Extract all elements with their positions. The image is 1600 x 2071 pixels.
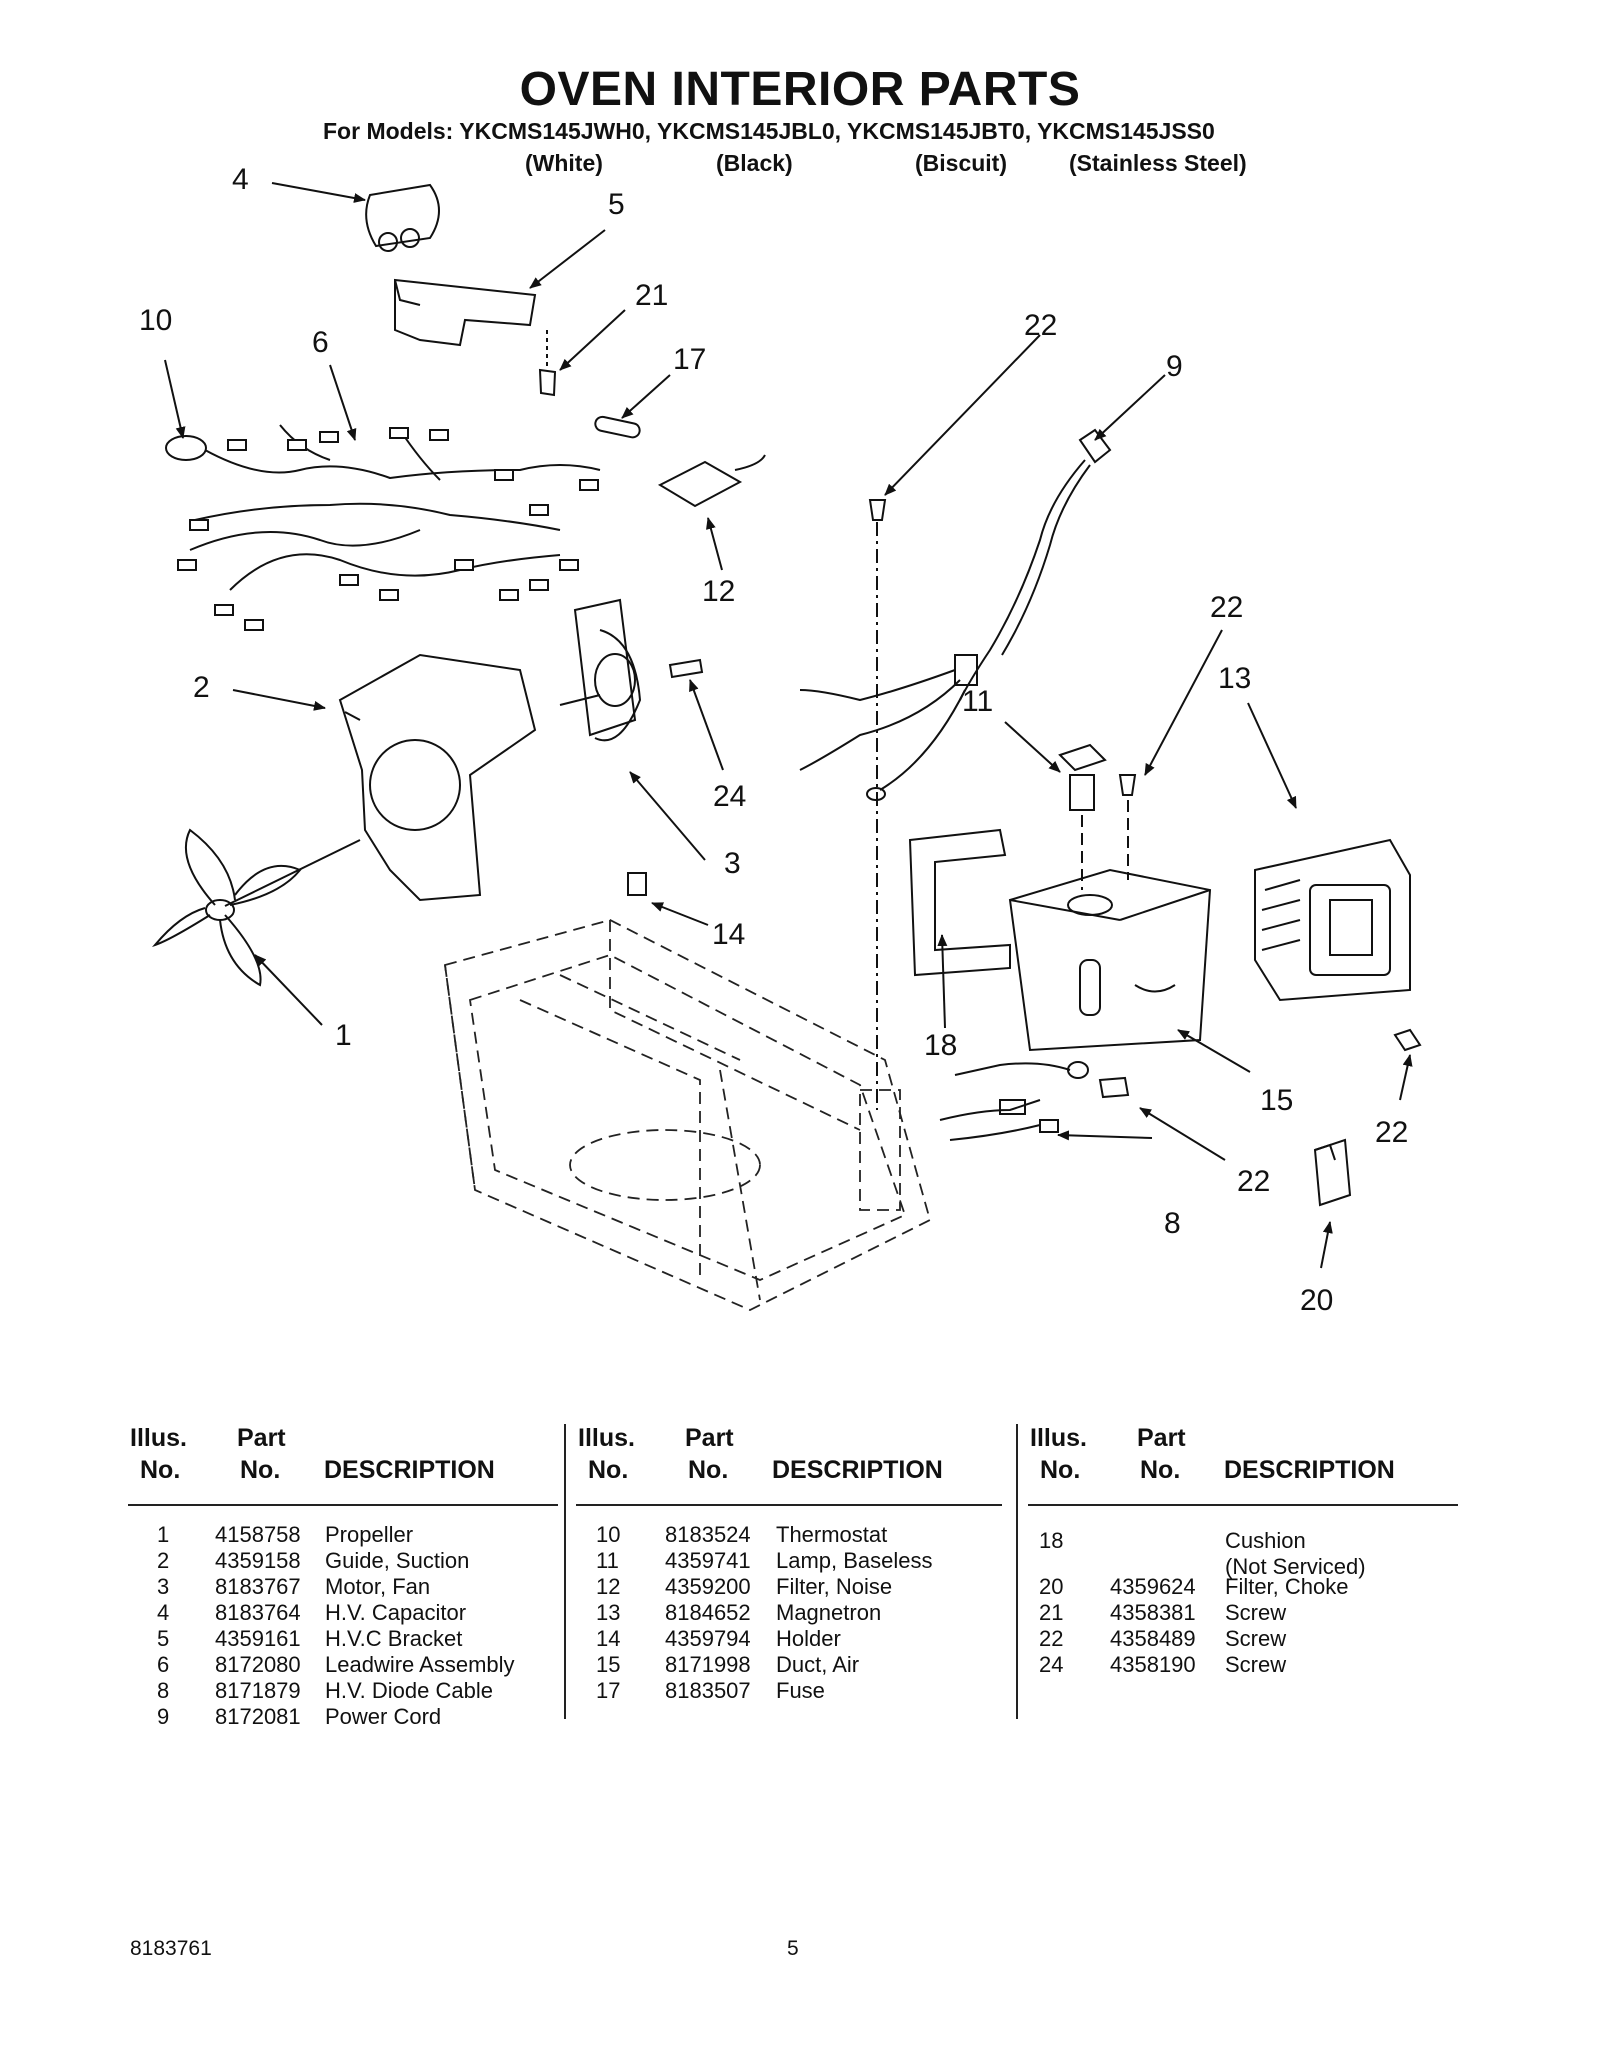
callout-5: 5	[608, 188, 625, 221]
callout-8: 8	[1164, 1207, 1181, 1240]
page-number: 5	[787, 1937, 799, 1960]
callout-22-right: 22	[1375, 1116, 1408, 1149]
hdr-description: DESCRIPTION	[324, 1456, 495, 1484]
callout-4: 4	[232, 163, 249, 196]
callout-10: 10	[139, 304, 172, 337]
hdr-description: DESCRIPTION	[1224, 1456, 1395, 1484]
callout-24: 24	[713, 780, 746, 813]
callout-12: 12	[702, 575, 735, 608]
callout-13: 13	[1218, 662, 1251, 695]
hdr-part: Part	[1137, 1424, 1186, 1452]
callout-17: 17	[673, 343, 706, 376]
callout-22-top: 22	[1024, 309, 1057, 342]
column-separator	[1016, 1424, 1018, 1719]
hdr-illus-no: No.	[140, 1456, 181, 1484]
header-rule	[128, 1504, 558, 1506]
hdr-illus: Illus.	[1030, 1424, 1087, 1452]
header-rule	[1028, 1504, 1458, 1506]
color-stainless: (Stainless Steel)	[1069, 150, 1247, 176]
color-white: (White)	[525, 150, 603, 176]
callout-18: 18	[924, 1029, 957, 1062]
callout-21: 21	[635, 279, 668, 312]
hdr-part-no: No.	[240, 1456, 281, 1484]
exploded-parts-diagram: 4 5 21 10 6 17 22 9 12 22 13 2 11 24 3 1…	[139, 163, 1422, 1317]
hdr-illus-no: No.	[1040, 1456, 1081, 1484]
callout-15: 15	[1260, 1084, 1293, 1117]
callout-1: 1	[335, 1019, 352, 1052]
color-biscuit: (Biscuit)	[915, 150, 1007, 176]
callout-9: 9	[1166, 350, 1183, 383]
hdr-part: Part	[237, 1424, 286, 1452]
callout-14: 14	[712, 918, 745, 951]
column-separator	[564, 1424, 566, 1719]
color-black: (Black)	[716, 150, 793, 176]
callout-20: 20	[1300, 1284, 1333, 1317]
hdr-description: DESCRIPTION	[772, 1456, 943, 1484]
doc-number: 8183761	[130, 1937, 212, 1960]
callout-22-mid: 22	[1237, 1165, 1270, 1198]
hdr-part-no: No.	[1140, 1456, 1181, 1484]
hdr-illus-no: No.	[588, 1456, 629, 1484]
hdr-illus: Illus.	[578, 1424, 635, 1452]
hdr-part-no: No.	[688, 1456, 729, 1484]
callout-3: 3	[724, 847, 741, 880]
callout-6: 6	[312, 326, 329, 359]
hdr-part: Part	[685, 1424, 734, 1452]
callout-11: 11	[962, 685, 993, 718]
header-rule	[576, 1504, 1002, 1506]
callout-2: 2	[193, 671, 210, 704]
callout-22-magnetron: 22	[1210, 591, 1243, 624]
models-line: For Models: YKCMS145JWH0, YKCMS145JBL0, …	[323, 118, 1215, 144]
hdr-illus: Illus.	[130, 1424, 187, 1452]
page-title: OVEN INTERIOR PARTS	[519, 63, 1081, 116]
